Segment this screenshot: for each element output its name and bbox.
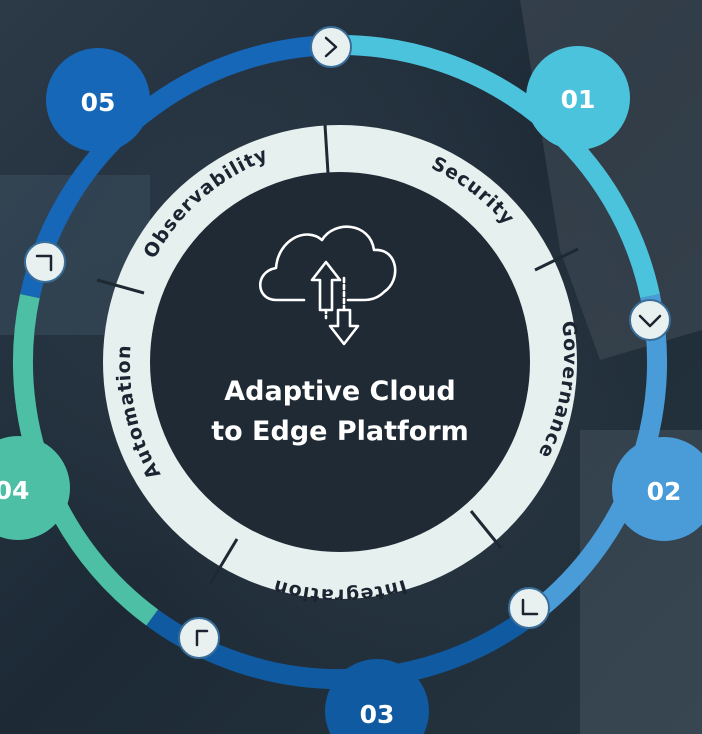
chevron-left-icon — [178, 617, 220, 659]
center-title-line-1: Adaptive Cloud — [224, 376, 456, 407]
step-02-circle — [612, 437, 702, 541]
step-05-number: 05 — [81, 88, 116, 117]
step-01-circle — [526, 46, 630, 150]
center-title: Adaptive Cloud to Edge Platform — [170, 372, 510, 452]
pillar-ring — [96, 124, 579, 599]
step-02: 02 — [612, 437, 702, 541]
step-01-number: 01 — [561, 85, 596, 114]
center-disc — [150, 172, 530, 552]
step-05-circle — [46, 48, 150, 152]
step-04-circle — [0, 436, 70, 540]
ring-dividers — [96, 124, 579, 585]
step-01: 01 — [526, 46, 630, 150]
step-04: 04 — [0, 436, 70, 540]
step-04-number: 04 — [0, 476, 29, 505]
cloud-upload-download-icon — [259, 225, 397, 346]
center-title-line-2: to Edge Platform — [211, 416, 469, 447]
step-05: 05 — [46, 48, 150, 152]
chevron-down-icon — [629, 299, 671, 341]
chevron-down-left-icon — [508, 587, 550, 629]
chevron-right-icon — [310, 26, 352, 68]
chevron-up-left-icon — [24, 241, 66, 283]
step-03-number: 03 — [360, 700, 395, 729]
step-03-circle — [325, 659, 429, 734]
step-02-number: 02 — [647, 477, 682, 506]
step-03: 03 — [325, 659, 429, 734]
